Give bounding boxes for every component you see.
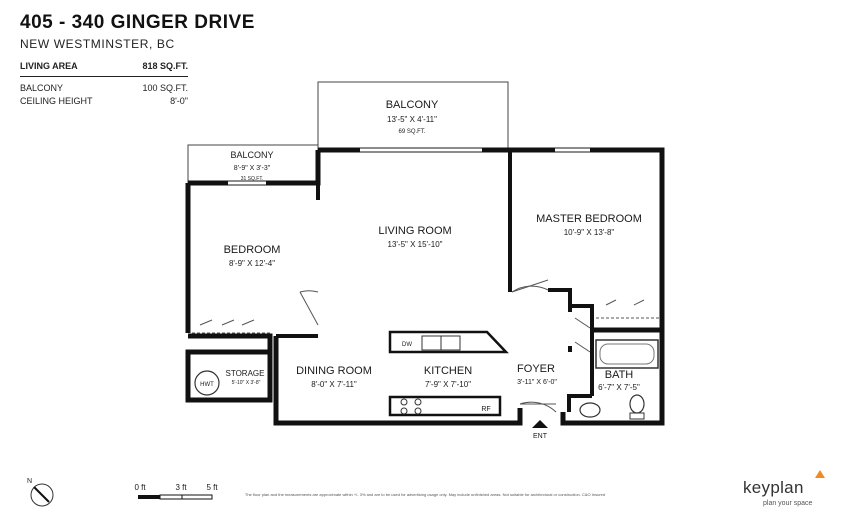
ceiling-height-row: CEILING HEIGHT 8'-0" [20, 95, 188, 108]
hwt-tank [194, 370, 220, 396]
area-summary: LIVING AREA 818 SQ.FT. BALCONY 100 SQ.FT… [20, 60, 188, 108]
fridge-label: RF [481, 406, 490, 413]
bath-dims: 6'-7" X 7'-5" [598, 383, 640, 392]
scale-label-5: 5 ft [206, 483, 218, 492]
ceiling-height-value: 8'-0" [170, 96, 188, 106]
scale-label-0: 0 ft [134, 483, 146, 492]
storage-dims: 5'-10" X 3'-8" [232, 380, 261, 386]
interior-walls [188, 150, 662, 412]
toilet [629, 394, 645, 414]
balcony-main-area: 69 SQ.FT. [398, 129, 425, 135]
living-area-label: LIVING AREA [20, 61, 78, 71]
foyer-dims: 3'-11" X 6'-0" [517, 379, 557, 386]
balcony-area-label: BALCONY [20, 83, 64, 93]
balcony-small-dims: 8'-9" X 3'-3" [234, 165, 271, 172]
toilet-tank [629, 412, 645, 420]
dishwasher-label: DW [402, 342, 412, 348]
master-bedroom-dims: 10'-9" X 13'-8" [564, 228, 615, 237]
compass-label: N [27, 478, 32, 485]
kitchen-name: KITCHEN [424, 365, 472, 377]
bath-sink [579, 402, 601, 418]
bathtub [595, 339, 659, 369]
entry-label: ENT [533, 433, 548, 440]
balcony-main-name: BALCONY [386, 99, 439, 111]
logo-tagline: plan your space [763, 500, 813, 507]
dining-room-dims: 8'-0" X 7'-11" [311, 380, 357, 389]
door-swings [192, 279, 660, 413]
disclaimer: The floor plan and the measurements are … [244, 492, 606, 497]
stove-icon [400, 398, 422, 415]
scale-bar [138, 494, 213, 500]
compass-needle [33, 486, 50, 503]
entry-arrow-icon [532, 420, 548, 428]
balcony-area-row: BALCONY 100 SQ.FT. [20, 82, 188, 95]
hwt-label: HWT [200, 382, 214, 388]
bathtub-inner [599, 343, 655, 365]
dining-room-name: DINING ROOM [296, 365, 372, 377]
exterior-walls [185, 147, 665, 426]
balcony-area-value: 100 SQ.FT. [142, 83, 188, 93]
address-subtitle: NEW WESTMINSTER, BC [20, 37, 175, 51]
living-room-name: LIVING ROOM [378, 225, 451, 237]
foyer-name: FOYER [517, 363, 555, 375]
living-area-row: LIVING AREA 818 SQ.FT. [20, 60, 188, 77]
compass-icon [30, 483, 54, 507]
page-title: 405 - 340 GINGER DRIVE [20, 12, 255, 33]
master-bedroom-name: MASTER BEDROOM [536, 213, 642, 225]
ceiling-height-label: CEILING HEIGHT [20, 96, 93, 106]
storage-name: STORAGE [226, 369, 265, 378]
living-area-value: 818 SQ.FT. [142, 61, 188, 71]
bedroom-dims: 8'-9" X 12'-4" [229, 259, 275, 268]
living-room-dims: 13'-5" X 15'-10" [388, 240, 443, 249]
kitchen-counters [388, 330, 509, 417]
balcony-outlines [187, 81, 509, 185]
kitchen-dims: 7'-9" X 7'-10" [425, 380, 471, 389]
bedroom-name: BEDROOM [224, 244, 281, 256]
windows [228, 147, 590, 186]
balcony-small-name: BALCONY [230, 150, 273, 160]
bath-name: BATH [605, 369, 634, 381]
logo-accent-icon [815, 470, 825, 478]
keyplan-logo: keyplan [743, 478, 804, 497]
balcony-small-area: 31 SQ.FT. [241, 176, 264, 182]
scale-label-3: 3 ft [175, 483, 187, 492]
balcony-main-dims: 13'-5" X 4'-11" [387, 115, 437, 124]
